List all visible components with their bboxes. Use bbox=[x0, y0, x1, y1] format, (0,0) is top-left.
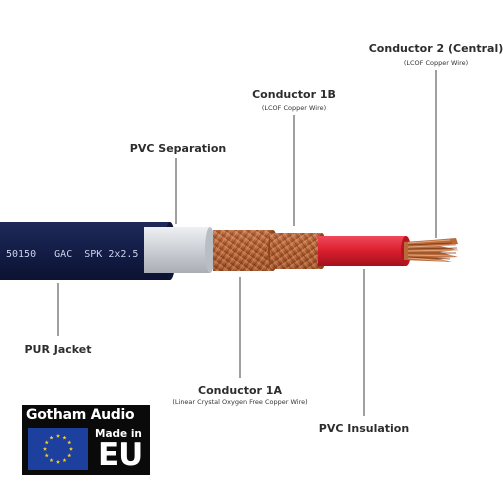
leader-lines bbox=[57, 70, 437, 416]
label-pvc-insulation: PVC Insulation bbox=[318, 422, 410, 435]
made-in-eu-badge: Gotham Audio Made in EU bbox=[22, 405, 150, 475]
eu-star bbox=[62, 458, 67, 463]
conductor-1a bbox=[213, 230, 278, 271]
eu-star bbox=[44, 440, 49, 445]
pvc-insulation bbox=[318, 236, 411, 266]
eu-star bbox=[44, 453, 49, 458]
label-conductor-2-sub: (LCOF Copper Wire) bbox=[403, 59, 469, 67]
eu-star bbox=[55, 459, 61, 464]
conductor-2 bbox=[404, 238, 459, 262]
label-pur-jacket: PUR Jacket bbox=[24, 343, 92, 356]
badge-made-in: Made in bbox=[95, 428, 142, 440]
eu-star bbox=[67, 440, 72, 445]
eu-flag-icon bbox=[28, 428, 88, 470]
badge-brand: Gotham Audio bbox=[26, 407, 135, 423]
eu-star bbox=[49, 435, 54, 440]
label-conductor-1b-sub: (LCOF Copper Wire) bbox=[261, 104, 327, 112]
label-conductor-1a-sub: (Linear Crystal Oxygen Free Copper Wire) bbox=[172, 398, 308, 406]
label-conductor-1b: Conductor 1B bbox=[252, 88, 336, 101]
conductor-1b bbox=[270, 233, 326, 269]
eu-star bbox=[55, 433, 61, 438]
badge-region: EU bbox=[98, 437, 143, 473]
cable-print: 50150 GAC SPK 2x2.5 bbox=[6, 249, 138, 260]
eu-star bbox=[68, 446, 74, 451]
eu-star bbox=[67, 453, 72, 458]
eu-star bbox=[42, 446, 48, 451]
label-pvc-separation: PVC Separation bbox=[129, 142, 227, 155]
eu-star bbox=[62, 435, 67, 440]
label-conductor-2: Conductor 2 (Central) bbox=[368, 42, 503, 55]
label-conductor-1a: Conductor 1A bbox=[198, 384, 282, 397]
pvc-separation bbox=[144, 227, 215, 273]
eu-star bbox=[49, 458, 54, 463]
